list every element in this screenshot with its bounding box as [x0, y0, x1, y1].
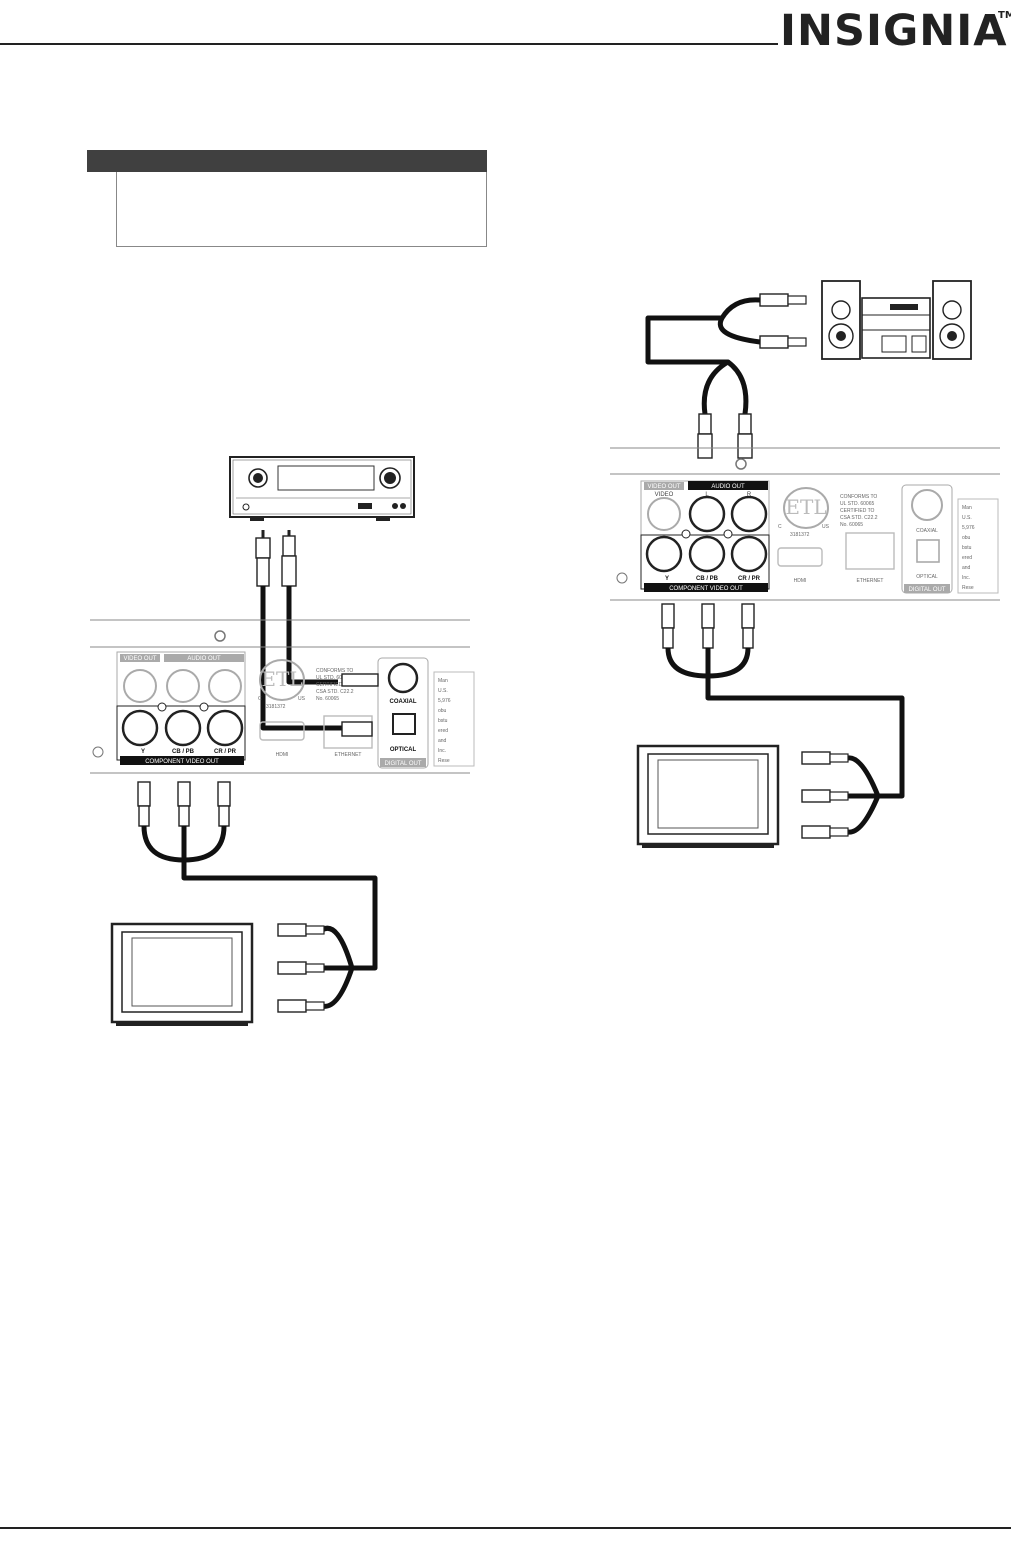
jack-y-label: Y	[141, 749, 145, 755]
etl-certification-mark: ETL C US 3181372	[778, 487, 830, 538]
svg-text:CSA STD. C22.2: CSA STD. C22.2	[840, 515, 878, 521]
ethernet-label: ETHERNET	[335, 752, 362, 758]
note-header-bar	[87, 150, 487, 172]
coaxial-label: COAXIAL	[390, 699, 417, 705]
diagram-left: VIDEO OUT AUDIO OUT Y CB / PB CR / PR CO…	[90, 456, 475, 1026]
hdmi-label: HDMI	[794, 578, 807, 584]
audio-r-label: R	[747, 492, 752, 498]
component-plugs-left	[137, 781, 231, 827]
svg-text:3181372: 3181372	[266, 704, 286, 710]
svg-text:Inc.: Inc.	[438, 748, 446, 754]
jack-cr-label: CR / PR	[738, 576, 761, 582]
svg-text:U.S.: U.S.	[962, 515, 972, 521]
svg-text:Rese: Rese	[962, 585, 974, 591]
optical-label: OPTICAL	[916, 574, 938, 580]
svg-text:CSA STD. C22.2: CSA STD. C22.2	[316, 689, 354, 695]
television-right	[636, 744, 780, 848]
svg-text:Inc.: Inc.	[962, 575, 970, 581]
jack-y-label: Y	[665, 576, 669, 582]
footer-rule	[0, 1527, 1011, 1529]
audio-out-header: AUDIO OUT	[711, 484, 745, 490]
video-label: VIDEO	[655, 492, 674, 498]
player-rear-panel-left: VIDEO OUT AUDIO OUT Y CB / PB CR / PR CO…	[90, 619, 475, 774]
svg-text:Man: Man	[438, 678, 448, 684]
svg-text:and: and	[438, 738, 447, 744]
svg-text:No. 60065: No. 60065	[316, 696, 339, 702]
svg-text:3181372: 3181372	[790, 532, 810, 538]
hdmi-port	[259, 721, 305, 741]
svg-text:Rese: Rese	[438, 758, 450, 764]
svg-text:Man: Man	[962, 505, 972, 511]
jack-cb-label: CB / PB	[696, 576, 719, 582]
hdmi-port	[777, 547, 823, 567]
svg-text:ETL: ETL	[785, 495, 826, 519]
svg-text:bstu: bstu	[962, 545, 972, 551]
svg-text:C: C	[258, 696, 262, 702]
coaxial-jack	[387, 662, 419, 694]
jack-cr-label: CR / PR	[214, 749, 237, 755]
svg-text:UL STD. 60065: UL STD. 60065	[840, 501, 874, 507]
svg-text:5,976: 5,976	[438, 698, 451, 704]
svg-text:ered: ered	[962, 555, 972, 561]
note-body	[116, 172, 487, 247]
optical-jack	[392, 713, 416, 735]
tv-cable-plugs-right	[801, 751, 849, 839]
coaxial-label: COAXIAL	[916, 528, 938, 534]
svg-text:5,976: 5,976	[962, 525, 975, 531]
ethernet-port	[845, 532, 895, 570]
ethernet-label: ETHERNET	[857, 578, 884, 584]
video-out-header: VIDEO OUT	[123, 656, 156, 662]
audio-plugs-right	[697, 413, 753, 459]
svg-text:CERTIFIED TO: CERTIFIED TO	[316, 682, 351, 688]
component-video-out-label: COMPONENT VIDEO OUT	[145, 759, 219, 765]
television-left	[110, 922, 254, 1026]
note-box	[87, 150, 487, 248]
optical-jack	[916, 539, 940, 563]
audio-l-label: L	[705, 492, 709, 498]
svg-text:US: US	[298, 696, 306, 702]
etl-certification-mark: ETL C US 3181372	[258, 659, 306, 710]
video-out-header: VIDEO OUT	[647, 484, 680, 490]
svg-text:No. 60065: No. 60065	[840, 522, 863, 528]
svg-text:ered: ered	[438, 728, 448, 734]
component-video-out-label: COMPONENT VIDEO OUT	[669, 586, 743, 592]
component-plugs-right	[661, 603, 755, 649]
svg-text:CONFORMS TO: CONFORMS TO	[316, 668, 353, 674]
svg-text:bstu: bstu	[438, 718, 448, 724]
audio-out-header: AUDIO OUT	[187, 656, 221, 662]
optical-label: OPTICAL	[390, 747, 417, 753]
svg-text:C: C	[778, 524, 782, 530]
diagram-right: VIDEO OUT AUDIO OUT VIDEO L R Y CB / PB …	[610, 280, 1000, 848]
svg-text:ETL: ETL	[261, 667, 302, 691]
tv-cable-plugs-left	[277, 923, 325, 1013]
digital-out-label: DIGITAL OUT	[384, 761, 421, 767]
svg-text:obu: obu	[962, 535, 971, 541]
av-receiver	[229, 456, 415, 521]
header-rule	[0, 43, 778, 45]
svg-text:obu: obu	[438, 708, 447, 714]
svg-text:CONFORMS TO: CONFORMS TO	[840, 494, 877, 500]
digital-out-label: DIGITAL OUT	[908, 587, 945, 593]
hdmi-label: HDMI	[276, 752, 289, 758]
svg-text:and: and	[962, 565, 971, 571]
player-rear-panel-right: VIDEO OUT AUDIO OUT VIDEO L R Y CB / PB …	[610, 447, 1000, 601]
stereo-system	[821, 280, 972, 360]
stereo-cable-plugs	[759, 293, 807, 349]
svg-text:CERTIFIED TO: CERTIFIED TO	[840, 508, 875, 514]
jack-cb-label: CB / PB	[172, 749, 195, 755]
coaxial-jack	[911, 489, 943, 521]
trademark-mark: TM	[998, 10, 1011, 21]
svg-text:US: US	[822, 524, 830, 530]
brand-logo: INSIGNIA	[780, 6, 1008, 56]
svg-text:U.S.: U.S.	[438, 688, 448, 694]
svg-text:UL STD. 60065: UL STD. 60065	[316, 675, 350, 681]
receiver-cable-plugs	[255, 530, 297, 587]
